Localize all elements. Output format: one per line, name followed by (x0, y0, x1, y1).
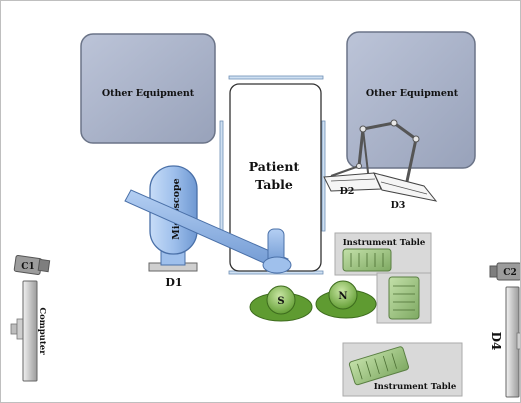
device-label-d2: D2 (340, 186, 355, 197)
camera-c1-label: C1 (21, 262, 34, 272)
computer-monitor: Computer (10, 280, 47, 382)
microscope-label: Microscope (171, 178, 182, 239)
surgeon: S (249, 285, 313, 322)
computer-label: Computer (37, 307, 47, 355)
other-equipment-right-label: Other Equipment (366, 88, 459, 99)
instrument-table-top: Instrument Table (334, 232, 432, 324)
other-equipment-left-label: Other Equipment (102, 88, 195, 99)
instrument-table-bottom: Instrument Table (342, 342, 463, 397)
camera-c2-label: C2 (503, 268, 516, 278)
instrument-table-bottom-label: Instrument Table (374, 382, 457, 392)
patient-table-label-line1: Patient (249, 159, 300, 174)
instrument-table-top-label: Instrument Table (343, 238, 426, 248)
nurse: N (315, 280, 377, 319)
other-equipment-right: Other Equipment (346, 31, 476, 169)
robotic-arm (323, 119, 438, 202)
display-d4: D4 (489, 286, 520, 398)
surgeon-label: S (277, 296, 284, 307)
patient-table-label-line2: Table (255, 177, 293, 192)
nurse-label: N (338, 291, 347, 302)
camera-c1: C1 (13, 255, 51, 275)
device-label-d3: D3 (391, 200, 406, 211)
microscope: Microscope (124, 165, 292, 274)
device-label-d4: D4 (489, 332, 503, 351)
device-label-d1: D1 (165, 276, 182, 289)
other-equipment-left: Other Equipment (80, 33, 216, 144)
camera-c2: C2 (489, 262, 520, 281)
